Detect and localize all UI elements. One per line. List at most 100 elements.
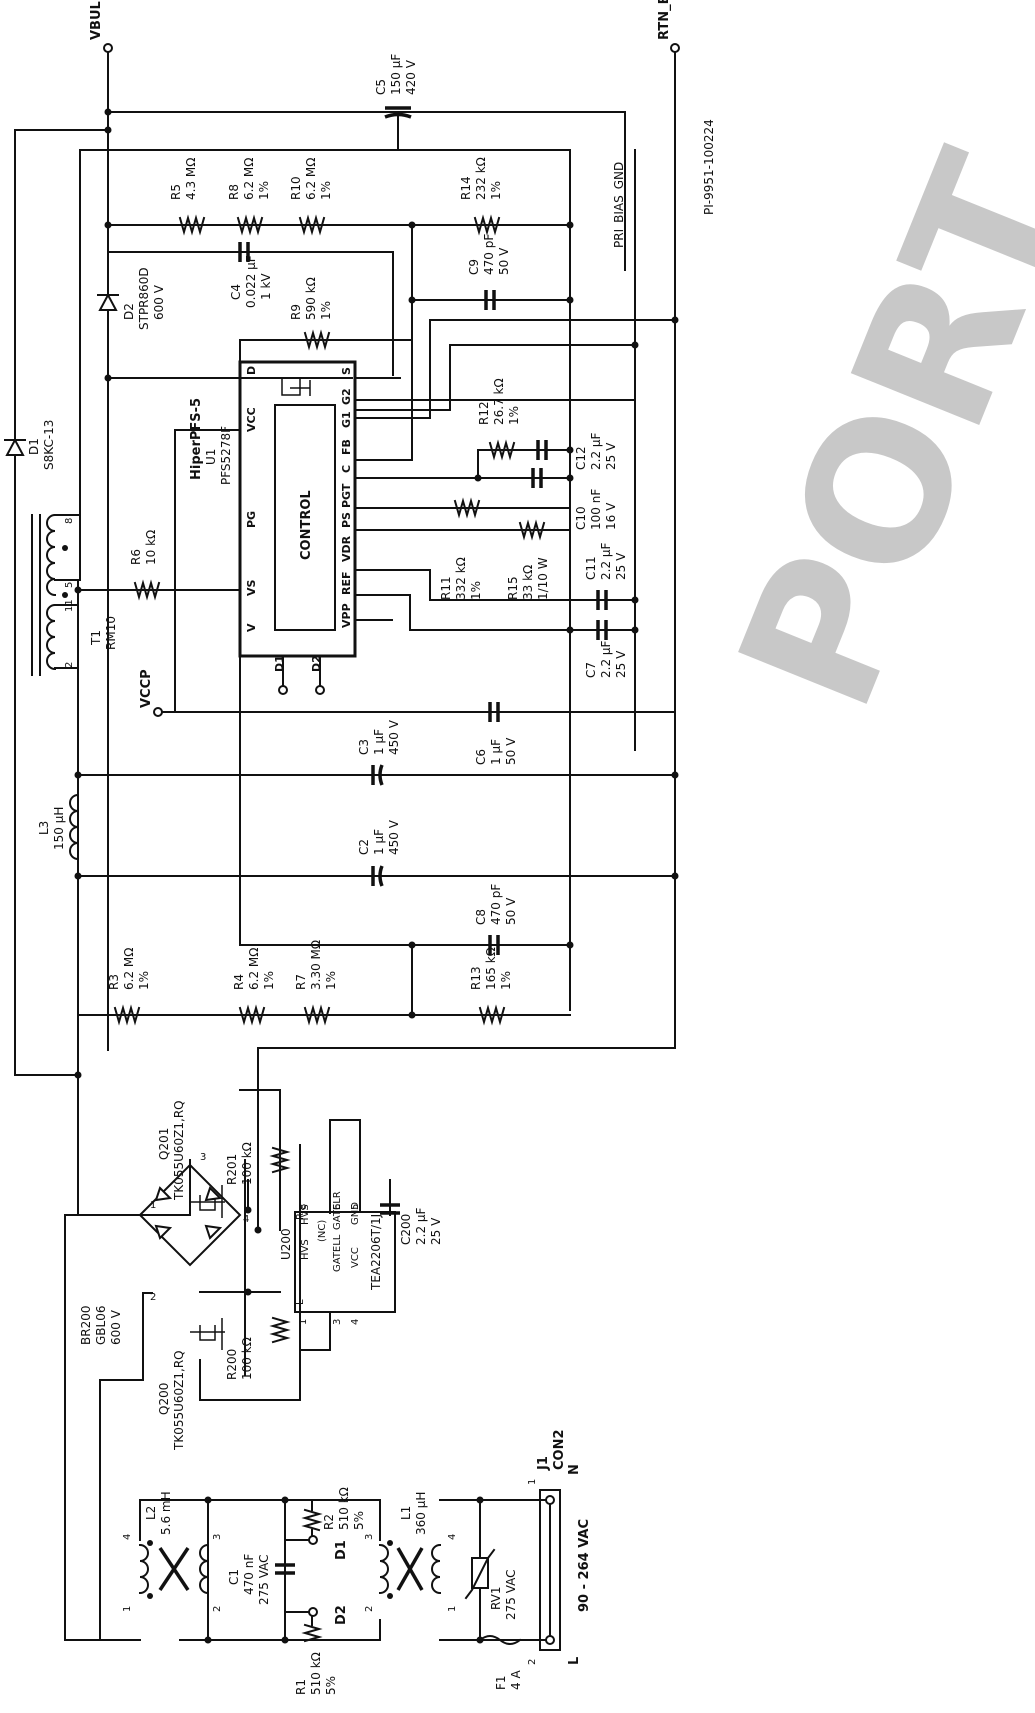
svg-text:100 nF: 100 nF <box>589 489 603 530</box>
choke-l2: 4 1 3 2 L2 5.6 mH <box>122 1491 223 1612</box>
svg-text:R9: R9 <box>289 304 303 320</box>
svg-text:R10: R10 <box>289 176 303 200</box>
svg-text:C3: C3 <box>357 739 371 755</box>
svg-text:5%: 5% <box>324 1676 338 1695</box>
svg-text:VCC: VCC <box>245 407 258 432</box>
svg-text:T1: T1 <box>89 630 103 646</box>
d2-net-terminal <box>308 1607 318 1617</box>
svg-text:S8KC-13: S8KC-13 <box>42 420 56 470</box>
svg-text:100 kΩ: 100 kΩ <box>240 1142 254 1185</box>
svg-text:R6: R6 <box>129 549 143 565</box>
svg-text:L1: L1 <box>399 1506 413 1520</box>
capacitor-c7: C7 2.2 µF 25 V <box>584 620 628 678</box>
svg-text:6: 6 <box>332 1204 343 1210</box>
resistor-r1: R1 510 kΩ 5% <box>294 1615 338 1695</box>
svg-text:C1: C1 <box>227 1569 241 1585</box>
net-line: L <box>567 1657 582 1665</box>
capacitor-c8: C8 470 pF 50 V <box>474 884 518 955</box>
capacitor-c200: C200 2.2 µF 25 V <box>380 1203 443 1245</box>
svg-text:2.2 µF: 2.2 µF <box>599 640 613 678</box>
svg-text:R15: R15 <box>506 576 520 600</box>
svg-text:D1: D1 <box>27 438 41 455</box>
svg-text:C: C <box>340 465 353 473</box>
svg-text:C9: C9 <box>467 259 481 275</box>
svg-text:R201: R201 <box>225 1154 239 1185</box>
svg-text:1: 1 <box>447 1606 458 1612</box>
svg-text:100 kΩ: 100 kΩ <box>240 1337 254 1380</box>
svg-text:4: 4 <box>243 1214 249 1225</box>
ic-u200: U200 HVS HVS (NC) GATELL GATELR VCC GND … <box>279 1191 396 1325</box>
svg-text:6.2 MΩ: 6.2 MΩ <box>122 948 136 990</box>
net-markers-d1-d2: D1 D2 <box>334 1540 349 1625</box>
capacitor-c1: C1 470 nF 275 VAC <box>227 1554 295 1605</box>
svg-text:1: 1 <box>122 1606 133 1612</box>
svg-text:470 pF: 470 pF <box>489 884 503 925</box>
svg-text:U1: U1 <box>204 449 218 465</box>
svg-text:Q201: Q201 <box>157 1128 171 1160</box>
svg-text:1%: 1% <box>469 581 483 600</box>
capacitor-c5: C5 150 µF 420 V <box>374 54 418 119</box>
svg-text:V: V <box>245 623 258 632</box>
svg-text:590 kΩ: 590 kΩ <box>304 277 318 320</box>
drawing-number: PI-9951-100224 <box>702 119 716 215</box>
svg-text:1%: 1% <box>257 181 271 200</box>
svg-text:1 µF: 1 µF <box>372 729 386 755</box>
svg-text:3: 3 <box>212 1534 223 1540</box>
svg-text:D: D <box>245 366 258 375</box>
svg-text:25 V: 25 V <box>614 650 628 678</box>
svg-text:D2: D2 <box>310 655 323 672</box>
svg-text:1/10 W: 1/10 W <box>536 557 550 600</box>
svg-text:4: 4 <box>447 1534 458 1540</box>
svg-text:R7: R7 <box>294 974 308 990</box>
svg-text:REF: REF <box>340 572 353 596</box>
svg-text:3.30 MΩ: 3.30 MΩ <box>309 940 323 990</box>
resistor-r4: R4 6.2 MΩ 1% <box>232 948 276 1026</box>
j1-pin1-terminal <box>545 1495 555 1505</box>
svg-text:1 µF: 1 µF <box>489 739 503 765</box>
resistor-r2: R2 510 kΩ 5% <box>301 1487 366 1537</box>
svg-text:D2: D2 <box>122 303 136 320</box>
capacitor-c12: C12 2.2 µF 25 V <box>536 432 618 470</box>
u1-d1-terminal <box>278 685 288 695</box>
svg-text:25 V: 25 V <box>429 1217 443 1245</box>
svg-text:1%: 1% <box>489 181 503 200</box>
ic-u1: CONTROL HiperPFS-5 U1 PFS5278F D VCC PG … <box>189 360 357 687</box>
svg-text:GND: GND <box>350 1202 361 1225</box>
svg-text:2.2 µF: 2.2 µF <box>589 432 603 470</box>
diode-d1: D1 S8KC-13 <box>4 420 56 470</box>
svg-text:332 kΩ: 332 kΩ <box>454 557 468 600</box>
svg-text:5%: 5% <box>352 1511 366 1530</box>
resistor-r7: R7 3.30 MΩ 1% <box>294 940 338 1026</box>
svg-text:G2: G2 <box>340 388 353 405</box>
svg-text:1%: 1% <box>499 971 513 990</box>
d1-net-terminal <box>308 1535 318 1545</box>
svg-text:R11: R11 <box>439 576 453 600</box>
svg-text:R4: R4 <box>232 974 246 990</box>
inductor-l3: L3 150 µH <box>37 793 80 861</box>
svg-text:470 pF: 470 pF <box>482 234 496 275</box>
mosfet-q201: Q201 TK055U60Z1,RQ <box>157 1100 225 1218</box>
varistor-rv1: RV1 275 VAC <box>464 1548 518 1620</box>
svg-text:C4: C4 <box>229 284 243 300</box>
svg-text:R13: R13 <box>469 966 483 990</box>
svg-text:C5: C5 <box>374 79 388 95</box>
svg-text:26.7 kΩ: 26.7 kΩ <box>492 378 506 425</box>
svg-text:R2: R2 <box>322 1514 336 1530</box>
svg-text:50 V: 50 V <box>497 247 511 275</box>
svg-text:1: 1 <box>298 1319 309 1325</box>
svg-text:C8: C8 <box>474 909 488 925</box>
svg-text:D1: D1 <box>273 655 286 672</box>
svg-text:FB: FB <box>340 439 353 455</box>
svg-text:R8: R8 <box>227 184 241 200</box>
svg-text:PS: PS <box>340 512 353 528</box>
svg-text:1%: 1% <box>507 406 521 425</box>
svg-text:275 VAC: 275 VAC <box>504 1569 518 1620</box>
resistor-r10: R10 6.2 MΩ 1% <box>289 158 333 236</box>
svg-text:4 A: 4 A <box>509 1670 523 1690</box>
svg-text:BR200: BR200 <box>79 1306 93 1345</box>
svg-text:1: 1 <box>150 1200 156 1211</box>
capacitor-c2: C2 1 µF 450 V <box>357 819 401 887</box>
svg-text:J1: J1 <box>536 1456 551 1471</box>
svg-text:3: 3 <box>200 1152 206 1163</box>
svg-text:R1: R1 <box>294 1679 308 1695</box>
